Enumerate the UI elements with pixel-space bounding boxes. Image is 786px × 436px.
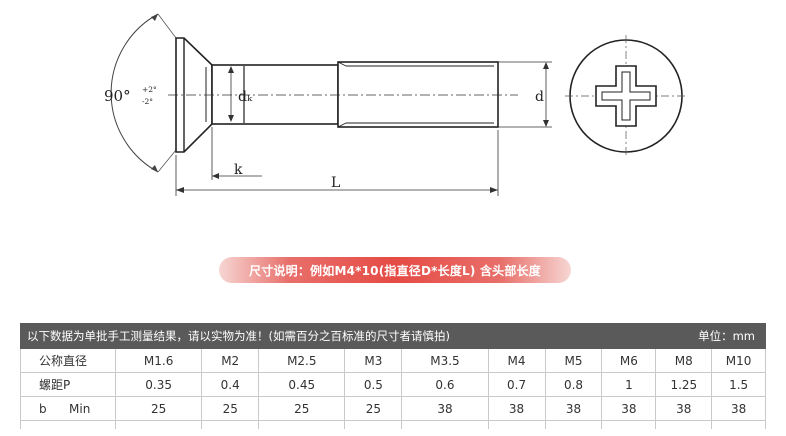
table-cell: 1.5 (711, 372, 766, 397)
table-cell: 0.6 (401, 372, 489, 397)
table-cell: M2 (201, 348, 260, 373)
row-label-min: Min (69, 401, 91, 416)
table-cell: 38 (601, 396, 657, 421)
d-label: d (535, 89, 544, 105)
dimension-note-banner: 尺寸说明：例如M4*10(指直径D*长度L) 含头部长度 (219, 257, 571, 283)
table-cell: 38 (401, 396, 489, 421)
table-cell: M10 (711, 348, 766, 373)
row-label: 公称直径 (20, 348, 116, 373)
table-cell: M3 (344, 348, 403, 373)
table-cell: 38 (544, 396, 603, 421)
table-row: 螺距P 0.35 0.4 0.45 0.5 0.6 0.7 0.8 1 1.25… (20, 372, 766, 397)
angle-arc (110, 13, 159, 173)
table-cell: 25 (344, 396, 403, 421)
angle-tolerance-minus: -2° (142, 97, 153, 106)
table-cell: M5 (544, 348, 603, 373)
angle-tolerance-plus: +2° (142, 85, 157, 94)
angle-label: 90° (104, 87, 131, 105)
screw-technical-drawing: 90° +2° -2° dₖ d k L (104, 13, 687, 196)
table-cell: 0.5 (344, 372, 403, 397)
dk-label: dₖ (238, 89, 253, 105)
table-cell: M4 (487, 348, 546, 373)
unit-label: 单位：mm (655, 323, 766, 349)
table-cell: M3.5 (401, 348, 489, 373)
row-label-b: b (39, 401, 47, 416)
table-row: b Min 25 25 25 25 38 38 38 38 38 38 (20, 396, 766, 421)
table-cell: 25 (114, 396, 203, 421)
table-header-row: 以下数据为单批手工测量结果，请以实物为准！(如需百分之百标准的尺寸者请慎拍) 单… (19, 323, 766, 349)
row-label: b Min (20, 396, 116, 421)
table-cell: 0.8 (544, 372, 603, 397)
table-cell: M6 (601, 348, 657, 373)
table-cell: 1.25 (655, 372, 713, 397)
measurement-note: 以下数据为单批手工测量结果，请以实物为准！(如需百分之百标准的尺寸者请慎拍) (19, 323, 657, 349)
table-cell: M2.5 (258, 348, 346, 373)
table-cell: 0.35 (114, 372, 203, 397)
table-cell: M1.6 (114, 348, 203, 373)
table-row-partial (20, 420, 766, 429)
table-cell: M8 (655, 348, 713, 373)
L-label: L (331, 175, 340, 191)
cross-recess (595, 65, 657, 127)
table-cell: 38 (711, 396, 766, 421)
row-label: 螺距P (20, 372, 116, 397)
table-cell: 38 (487, 396, 546, 421)
table-cell: 0.45 (258, 372, 346, 397)
screw-thread (337, 61, 499, 128)
table-row: 公称直径 M1.6 M2 M2.5 M3 M3.5 M4 M5 M6 M8 M1… (20, 348, 766, 373)
table-cell: 1 (601, 372, 657, 397)
table-cell: 0.7 (487, 372, 546, 397)
table-cell: 38 (655, 396, 713, 421)
dimension-note-text: 尺寸说明：例如M4*10(指直径D*长度L) 含头部长度 (249, 263, 541, 278)
table-cell: 0.4 (201, 372, 260, 397)
k-label: k (234, 162, 243, 178)
spec-table: 以下数据为单批手工测量结果，请以实物为准！(如需百分之百标准的尺寸者请慎拍) 单… (19, 323, 766, 429)
screw-shank (211, 64, 339, 125)
table-cell: 25 (258, 396, 346, 421)
table-cell: 25 (201, 396, 260, 421)
